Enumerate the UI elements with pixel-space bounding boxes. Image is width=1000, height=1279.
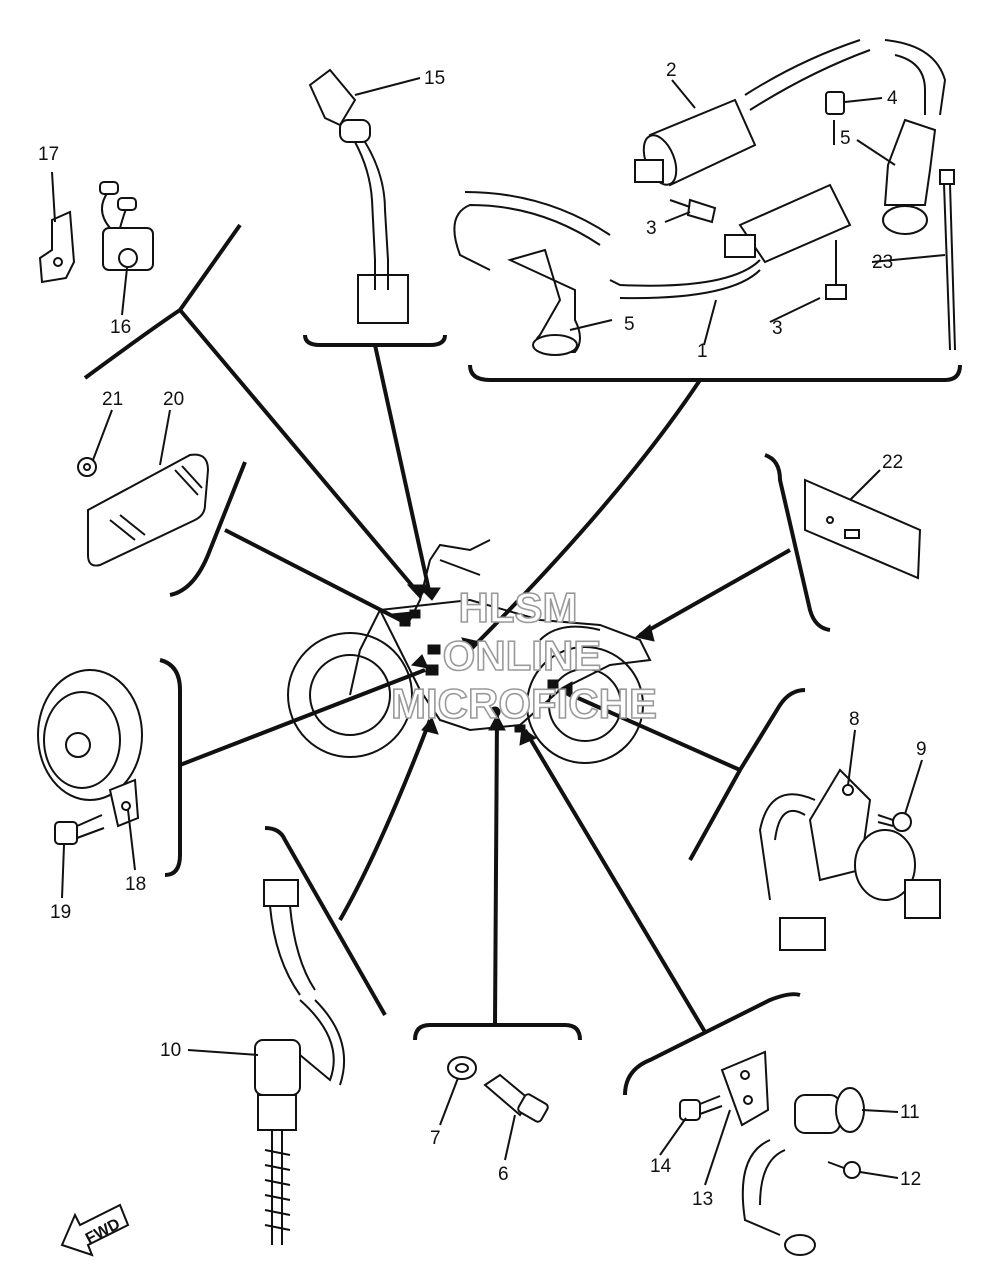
watermark-line-3: MICROFICHE [391,680,657,727]
callout-21: 21 [102,389,123,410]
ignition-coil-part-2 [634,39,947,187]
callout-labels: 1 2 3 3 4 5 5 23 15 17 16 21 20 22 18 19… [38,60,927,1210]
bolt-part-3b [825,240,847,300]
callout-15: 15 [424,68,445,89]
callout-7: 7 [430,1128,441,1149]
screw-part-12 [827,1161,861,1179]
group-brackets [83,223,962,1096]
bracket-part-17 [38,210,76,284]
callout-leaders [51,77,946,1186]
callout-22: 22 [882,452,903,473]
washer-part-7 [447,1056,477,1080]
solenoid-part-11 [741,1087,865,1256]
callout-19: 19 [50,902,71,923]
callout-9: 9 [916,739,927,760]
nut-part-21 [77,457,97,477]
callout-2: 2 [666,60,677,81]
forward-direction-arrow: FWD [60,1203,130,1257]
callout-1: 1 [697,341,708,362]
plug-cap-part-5a [507,248,581,356]
relay-part-16 [99,181,154,271]
watermark: HLSM ONLINE MICROFICHE [390,583,658,728]
callout-5a: 5 [624,314,635,335]
watermark-line-2: ONLINE [443,632,602,679]
callout-3a: 3 [646,218,657,239]
main-switch-part-8 [758,768,941,951]
bolt-part-19 [54,814,105,845]
arrow-heads [390,584,655,746]
neutral-switch-part-10 [254,879,346,1245]
switch-part-15 [308,68,409,324]
ignition-coil-part-1 [453,183,852,300]
callout-16: 16 [110,317,131,338]
callout-23: 23 [872,252,893,273]
callout-11: 11 [900,1102,920,1123]
bolt-part-3a [669,198,717,224]
callout-10: 10 [160,1040,181,1061]
bracket-part-13 [720,1050,770,1127]
callout-5b: 5 [840,128,851,149]
callout-20: 20 [163,389,184,410]
plug-cap-part-5b [882,118,937,235]
watermark-line-1: HLSM [459,584,578,631]
callout-18: 18 [125,874,146,895]
callout-13: 13 [692,1189,713,1210]
screw-part-9 [877,812,912,832]
callout-17: 17 [38,144,59,165]
callout-8: 8 [849,709,860,730]
callout-14: 14 [650,1156,672,1177]
reflector-part-20 [87,453,210,567]
sensor-part-6 [483,1073,549,1123]
callout-6: 6 [498,1164,509,1185]
callout-3b: 3 [772,318,783,339]
horn-part-18 [37,669,143,828]
bolt-part-14 [679,1095,723,1121]
cable-tie-part-23 [939,169,956,351]
spacer-part-4 [825,91,845,115]
callout-4: 4 [887,88,898,109]
reflector-part-22 [804,478,922,580]
callout-12: 12 [900,1169,921,1190]
